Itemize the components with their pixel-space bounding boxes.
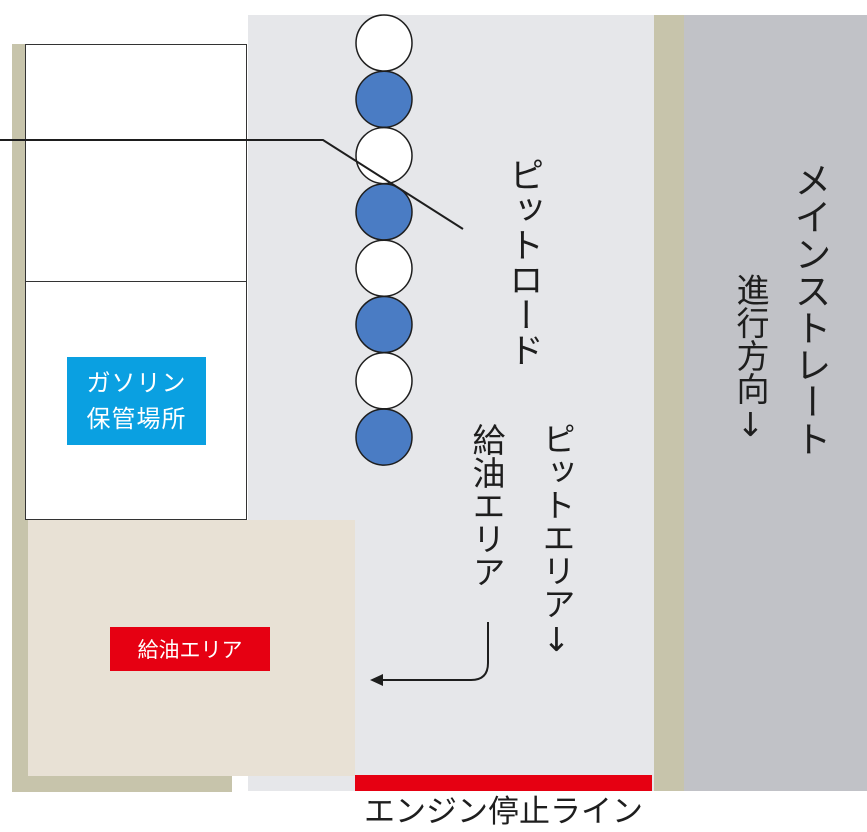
pylon-white	[355, 352, 413, 410]
gasoline-storage-line2: 保管場所	[86, 405, 187, 433]
bottom-wall	[12, 776, 232, 792]
leader-line	[0, 139, 464, 230]
fuel-direction-arrow	[380, 622, 489, 681]
pylon-white	[355, 239, 413, 297]
left-wall	[12, 44, 28, 792]
fuel-direction-arrowhead	[370, 674, 383, 686]
gasoline-storage-line1: ガソリン	[86, 369, 187, 397]
pit-wall	[654, 15, 684, 791]
pylon-blue	[355, 408, 413, 466]
pit-road-label: ピットロード	[503, 157, 543, 367]
garage-box-upper	[25, 44, 247, 282]
engine-stop-line-label: エンジン停止ライン	[364, 794, 643, 830]
pylon-white	[355, 126, 413, 185]
travel-direction-label: 進行方向↓	[731, 273, 770, 444]
pylon-white	[355, 14, 413, 72]
main-straight-surface	[684, 15, 867, 791]
pit-area-label: ピットエリア↓	[537, 422, 576, 659]
engine-stop-line	[355, 775, 652, 791]
pylon-blue	[355, 295, 413, 354]
main-straight-label: メインストレート	[788, 161, 831, 457]
fueling-area-label-text: 給油エリア	[137, 638, 243, 662]
pylon-group	[355, 14, 413, 466]
fueling-area-label: 給油エリア	[110, 627, 270, 671]
gasoline-storage-label: ガソリン 保管場所	[67, 357, 206, 445]
pylon-blue	[355, 70, 413, 129]
fueling-area-vertical-label: 給油エリア	[467, 423, 506, 588]
